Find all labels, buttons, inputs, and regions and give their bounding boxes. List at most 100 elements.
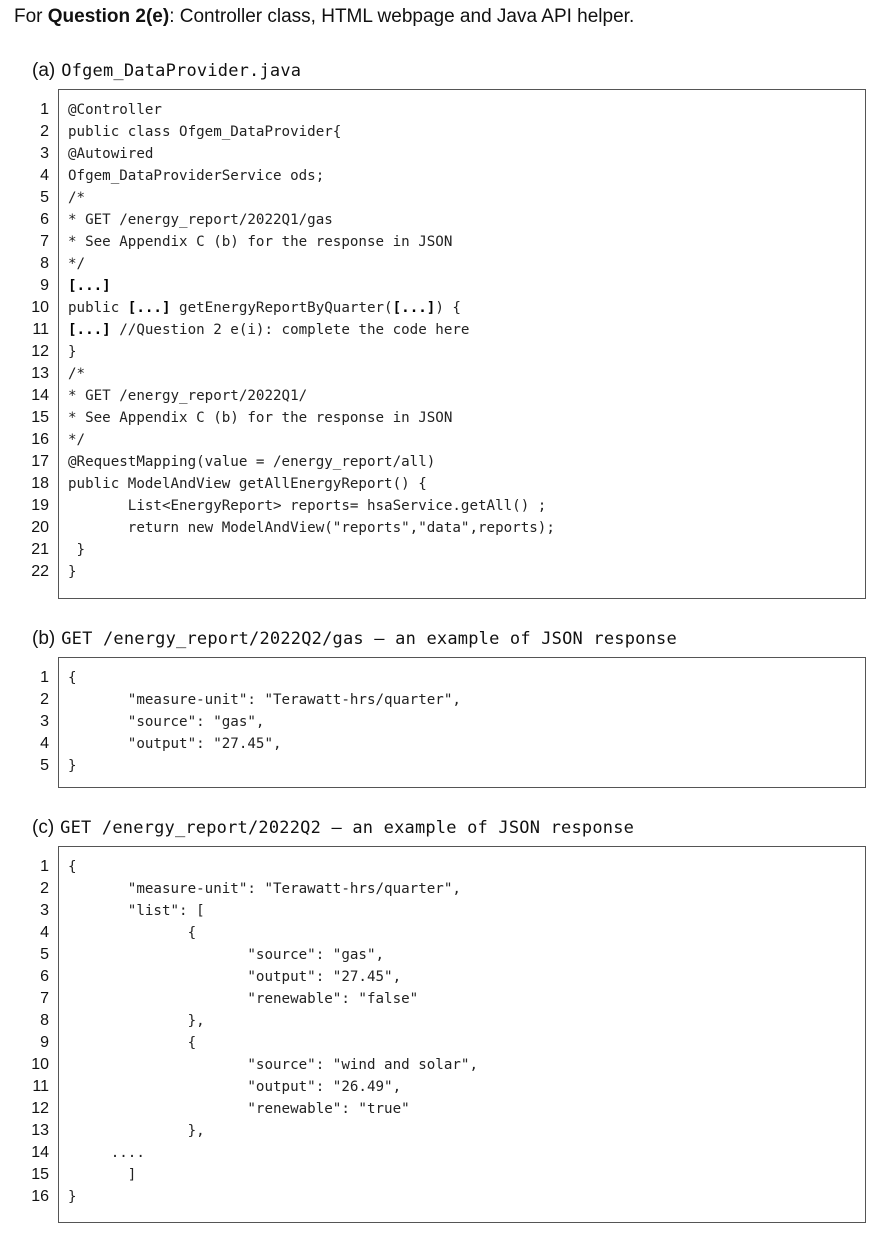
code-text: /* bbox=[68, 366, 86, 382]
line-number: 13 bbox=[31, 1122, 49, 1139]
line-number: 3 bbox=[40, 902, 49, 919]
section-a-code-block: 1 @Controller 2 public class Ofgem_DataProv… bbox=[31, 89, 866, 599]
line-number: 5 bbox=[40, 946, 49, 963]
code-text: return new ModelAndView("reports","data"… bbox=[68, 520, 555, 536]
code-text: "list": [ bbox=[68, 903, 205, 919]
line-number: 12 bbox=[31, 343, 49, 360]
line-number: 9 bbox=[40, 1034, 49, 1051]
line-number: 21 bbox=[31, 541, 49, 558]
line-number: 12 bbox=[31, 1100, 49, 1117]
section-c-title: GET /energy_report/2022Q2 – an example o… bbox=[60, 818, 635, 838]
code-text: @RequestMapping(value = /energy_report/a… bbox=[68, 454, 436, 470]
line-number: 18 bbox=[31, 475, 49, 492]
line-number: 22 bbox=[31, 563, 49, 580]
section-a-letter: (a) bbox=[32, 60, 56, 81]
code-text: * GET /energy_report/2022Q1/gas bbox=[68, 212, 333, 228]
code-text: } bbox=[68, 542, 86, 558]
line-number: 15 bbox=[31, 1166, 49, 1183]
code-text: @Autowired bbox=[68, 146, 154, 162]
code-text: }, bbox=[68, 1123, 205, 1139]
line-number: 19 bbox=[31, 497, 49, 514]
line-number: 3 bbox=[40, 713, 49, 730]
code-text: /* bbox=[68, 190, 86, 206]
code-text: * GET /energy_report/2022Q1/ bbox=[68, 388, 308, 404]
line-number: 8 bbox=[40, 255, 49, 272]
intro-prefix: For bbox=[14, 6, 48, 27]
code-text: */ bbox=[68, 256, 86, 272]
line-number: 7 bbox=[40, 990, 49, 1007]
code-text: { bbox=[68, 1035, 197, 1051]
code-text: * See Appendix C (b) for the response in… bbox=[68, 410, 453, 426]
line-number: 16 bbox=[31, 1188, 49, 1205]
code-text: @Controller bbox=[68, 102, 162, 118]
line-number: 2 bbox=[40, 123, 49, 140]
section-b-heading: (b)GET /energy_report/2022Q2/gas – an ex… bbox=[32, 626, 677, 652]
line-number: 5 bbox=[40, 757, 49, 774]
line-number: 9 bbox=[40, 277, 49, 294]
line-number: 20 bbox=[31, 519, 49, 536]
code-text: public class Ofgem_DataProvider{ bbox=[68, 124, 342, 140]
line-number: 8 bbox=[40, 1012, 49, 1029]
line-number: 1 bbox=[40, 101, 49, 118]
code-text: } bbox=[68, 1189, 77, 1205]
line-number: 14 bbox=[31, 387, 49, 404]
code-text: "source": "gas", bbox=[68, 947, 385, 963]
code-text: public ModelAndView getAllEnergyReport()… bbox=[68, 476, 427, 492]
line-number: 11 bbox=[32, 321, 49, 338]
line-number: 6 bbox=[40, 211, 49, 228]
line-number: 2 bbox=[40, 880, 49, 897]
code-text: "renewable": "false" bbox=[68, 991, 419, 1007]
code-text: */ bbox=[68, 432, 86, 448]
section-b-code-block: 1 {2 "measure-unit": "Terawatt-hrs/quarte… bbox=[40, 657, 866, 788]
question-intro: For Question 2(e): Controller class, HTM… bbox=[14, 5, 634, 29]
code-text: { bbox=[68, 859, 77, 875]
code-text: "source": "wind and solar", bbox=[68, 1057, 478, 1073]
section-c-heading: (c)GET /energy_report/2022Q2 – an exampl… bbox=[32, 815, 634, 841]
line-number: 1 bbox=[40, 858, 49, 875]
code-text: * See Appendix C (b) for the response in… bbox=[68, 234, 453, 250]
code-text: "output": "27.45", bbox=[68, 969, 402, 985]
code-text: ] bbox=[68, 1167, 137, 1183]
intro-question-ref: Question 2(e) bbox=[47, 6, 170, 27]
line-number: 10 bbox=[31, 1056, 49, 1073]
line-number: 15 bbox=[31, 409, 49, 426]
code-text: "source": "gas", bbox=[68, 714, 265, 730]
line-number: 14 bbox=[31, 1144, 49, 1161]
code-text: "measure-unit": "Terawatt-hrs/quarter", bbox=[68, 881, 461, 897]
code-text: public [...] getEnergyReportByQuarter([.… bbox=[68, 300, 461, 316]
line-number: 16 bbox=[31, 431, 49, 448]
code-text: "output": "26.49", bbox=[68, 1079, 402, 1095]
code-text: List<EnergyReport> reports= hsaService.g… bbox=[68, 498, 547, 514]
line-number: 4 bbox=[40, 167, 49, 184]
line-number: 5 bbox=[40, 189, 49, 206]
section-b-title: GET /energy_report/2022Q2/gas – an examp… bbox=[61, 629, 677, 649]
section-b-letter: (b) bbox=[32, 628, 56, 649]
code-text: }, bbox=[68, 1013, 205, 1029]
line-number: 10 bbox=[31, 299, 49, 316]
code-text: } bbox=[68, 344, 77, 360]
section-a-heading: (a)Ofgem_DataProvider.java bbox=[32, 58, 301, 84]
code-text: } bbox=[68, 758, 77, 774]
line-number: 3 bbox=[40, 145, 49, 162]
code-text: "measure-unit": "Terawatt-hrs/quarter", bbox=[68, 692, 461, 708]
section-c-letter: (c) bbox=[32, 817, 55, 838]
line-number: 13 bbox=[31, 365, 49, 382]
code-text: "renewable": "true" bbox=[68, 1101, 410, 1117]
section-c-code-block: 1 {2 "measure-unit": "Terawatt-hrs/quarte… bbox=[31, 846, 866, 1223]
line-number: 1 bbox=[40, 669, 49, 686]
code-text: { bbox=[68, 925, 197, 941]
line-number: 17 bbox=[31, 453, 49, 470]
line-number: 2 bbox=[40, 691, 49, 708]
line-number: 4 bbox=[40, 735, 49, 752]
line-number: 7 bbox=[40, 233, 49, 250]
line-number: 11 bbox=[32, 1078, 49, 1095]
code-text: [...] bbox=[68, 278, 111, 294]
code-text: } bbox=[68, 564, 77, 580]
code-text: { bbox=[68, 670, 77, 686]
code-text: .... bbox=[68, 1145, 145, 1161]
line-number: 6 bbox=[40, 968, 49, 985]
code-text: [...] //Question 2 e(i): complete the co… bbox=[68, 322, 470, 338]
code-text: "output": "27.45", bbox=[68, 736, 282, 752]
intro-description: : Controller class, HTML webpage and Jav… bbox=[169, 6, 635, 27]
section-a-title: Ofgem_DataProvider.java bbox=[61, 61, 302, 81]
